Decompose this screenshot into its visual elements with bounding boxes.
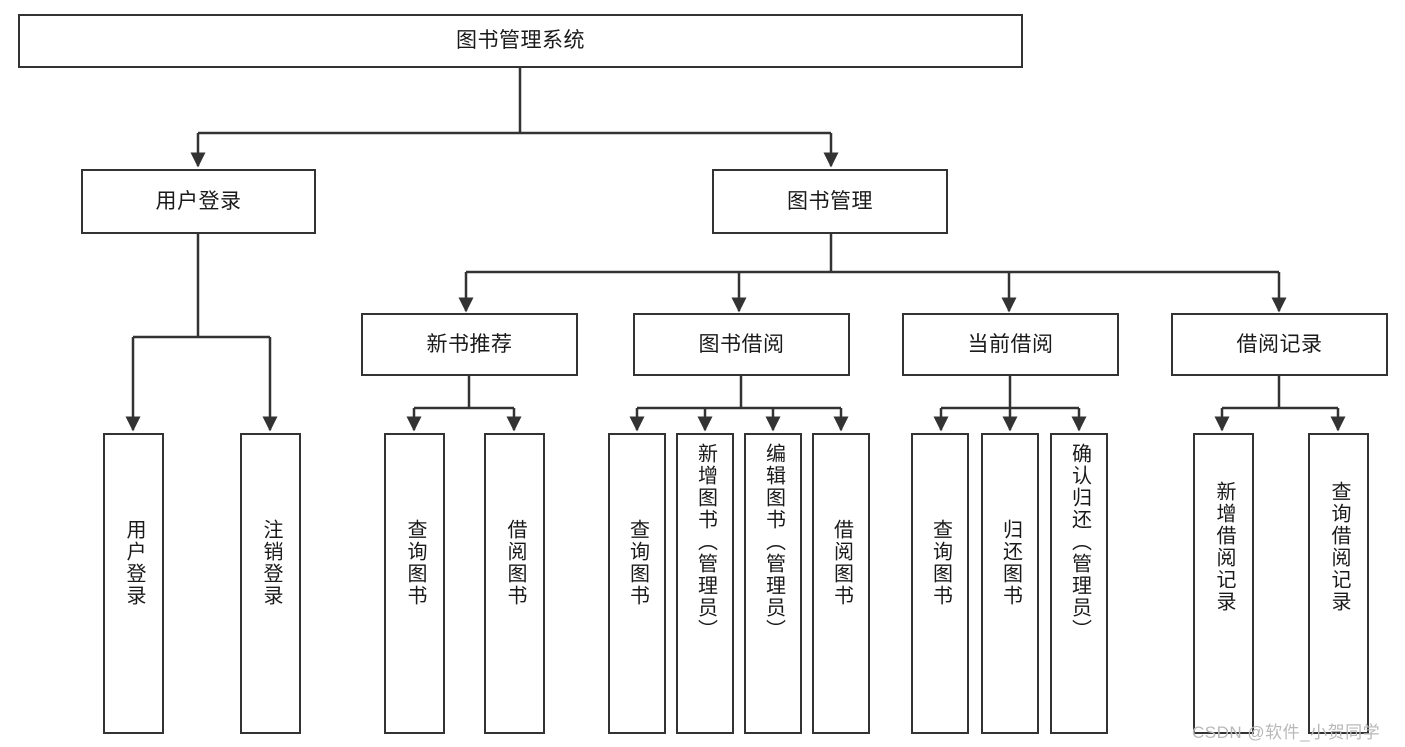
node-book-borrow[interactable]: 图书借阅	[633, 313, 850, 376]
leaf-label: 编辑图书（管理员）	[762, 443, 785, 641]
leaf-label: 查询借阅记录	[1328, 481, 1350, 613]
leaf-label: 新增借阅记录	[1213, 481, 1235, 613]
leaf-book-borrow-borrow-books[interactable]: 借阅图书	[812, 433, 870, 734]
leaf-label: 查询图书	[404, 519, 426, 607]
leaf-label: 借阅图书	[504, 519, 526, 607]
node-new-book-recommend[interactable]: 新书推荐	[361, 313, 578, 376]
node-book-management[interactable]: 图书管理	[712, 169, 948, 234]
node-book-borrow-label: 图书借阅	[698, 332, 785, 356]
leaf-label: 确认归还（管理员）	[1068, 443, 1091, 641]
leaf-current-borrow-return-books[interactable]: 归还图书	[981, 433, 1039, 734]
leaf-label: 用户登录	[123, 519, 145, 607]
leaf-new-book-query-books[interactable]: 查询图书	[384, 433, 445, 734]
leaf-book-borrow-query-books[interactable]: 查询图书	[608, 433, 666, 734]
leaf-current-borrow-confirm-return-admin[interactable]: 确认归还（管理员）	[1050, 433, 1108, 734]
node-user-login-label: 用户登录	[155, 189, 242, 213]
leaf-current-borrow-query-books[interactable]: 查询图书	[911, 433, 969, 734]
leaf-label: 新增图书（管理员）	[694, 443, 717, 641]
leaf-book-borrow-edit-book-admin[interactable]: 编辑图书（管理员）	[744, 433, 802, 734]
leaf-borrow-record-query-record[interactable]: 查询借阅记录	[1308, 433, 1369, 734]
leaf-new-book-borrow-books[interactable]: 借阅图书	[484, 433, 545, 734]
leaf-label: 查询图书	[626, 519, 649, 607]
node-book-management-label: 图书管理	[787, 189, 873, 213]
leaf-label: 注销登录	[260, 519, 282, 607]
node-borrow-record-label: 借阅记录	[1236, 332, 1323, 356]
leaf-borrow-record-add-record[interactable]: 新增借阅记录	[1193, 433, 1254, 734]
leaf-book-borrow-add-book-admin[interactable]: 新增图书（管理员）	[676, 433, 734, 734]
leaf-user-login-login[interactable]: 用户登录	[103, 433, 164, 734]
node-root-label: 图书管理系统	[456, 29, 585, 53]
leaf-user-login-logout[interactable]: 注销登录	[240, 433, 301, 734]
node-user-login[interactable]: 用户登录	[81, 169, 316, 234]
leaf-label: 归还图书	[999, 519, 1022, 607]
node-current-borrow[interactable]: 当前借阅	[902, 313, 1119, 376]
leaf-label: 借阅图书	[830, 519, 853, 607]
node-root-book-management-system[interactable]: 图书管理系统	[18, 14, 1023, 68]
leaf-label: 查询图书	[929, 519, 952, 607]
node-current-borrow-label: 当前借阅	[967, 332, 1054, 356]
csdn-watermark: CSDN @软件_小贺同学	[1192, 723, 1381, 742]
node-new-book-recommend-label: 新书推荐	[426, 332, 513, 356]
node-borrow-record[interactable]: 借阅记录	[1171, 313, 1388, 376]
